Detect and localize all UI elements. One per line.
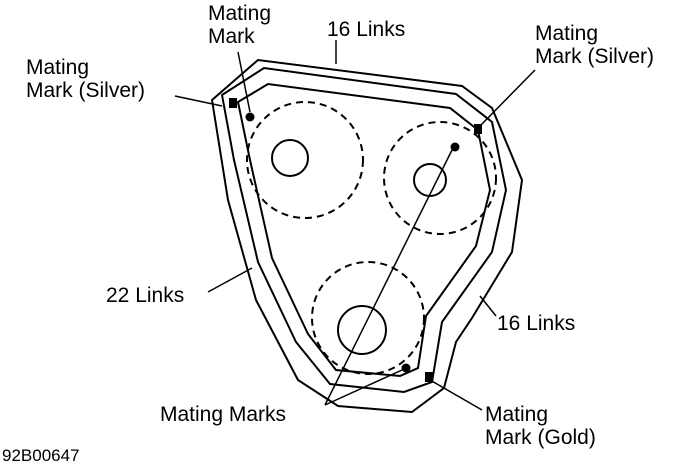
label-line: Mating bbox=[485, 403, 549, 426]
label-mating-marks: Mating Marks bbox=[160, 403, 287, 426]
mating-mark-dots bbox=[229, 98, 482, 382]
chain-outer bbox=[220, 66, 508, 394]
label-top-mating-mark: Mating Mark bbox=[208, 2, 271, 48]
label-22-links: 22 Links bbox=[106, 284, 185, 307]
cam-hub-left bbox=[271, 139, 309, 177]
label-line: Mating bbox=[535, 22, 599, 45]
crank-hub bbox=[337, 305, 387, 355]
chain-inner bbox=[236, 82, 492, 378]
label-left-mating-mark-silver: Mating Mark (Silver) bbox=[26, 56, 145, 102]
gold-link bbox=[425, 372, 433, 382]
silver-link-left bbox=[229, 98, 237, 108]
mating-mark-dot bbox=[401, 363, 411, 373]
label-line: Mark bbox=[208, 25, 255, 48]
label-line: Mark (Gold) bbox=[485, 426, 596, 449]
camshaft-gear-right bbox=[383, 121, 497, 235]
label-line: Mating bbox=[208, 2, 272, 25]
label-mating-mark-gold: Mating Mark (Gold) bbox=[485, 403, 596, 449]
camshaft-gear-left bbox=[246, 101, 364, 219]
crankshaft-gear bbox=[311, 261, 425, 375]
housing-outline bbox=[210, 58, 524, 414]
figure-code: 92B00647 bbox=[2, 446, 80, 465]
label-line: Mark (Silver) bbox=[26, 79, 145, 102]
label-top-16-links: 16 Links bbox=[327, 18, 406, 41]
silver-link-right bbox=[474, 124, 482, 134]
label-right-16-links: 16 Links bbox=[497, 312, 576, 335]
label-line: Mark (Silver) bbox=[535, 45, 654, 68]
cam-hub-right bbox=[413, 163, 447, 197]
mating-mark-dot bbox=[450, 142, 460, 152]
mating-mark-dot bbox=[245, 112, 255, 122]
leader-lines bbox=[174, 40, 536, 411]
label-right-mating-mark-silver: Mating Mark (Silver) bbox=[535, 22, 654, 68]
label-line: Mating bbox=[26, 56, 90, 79]
